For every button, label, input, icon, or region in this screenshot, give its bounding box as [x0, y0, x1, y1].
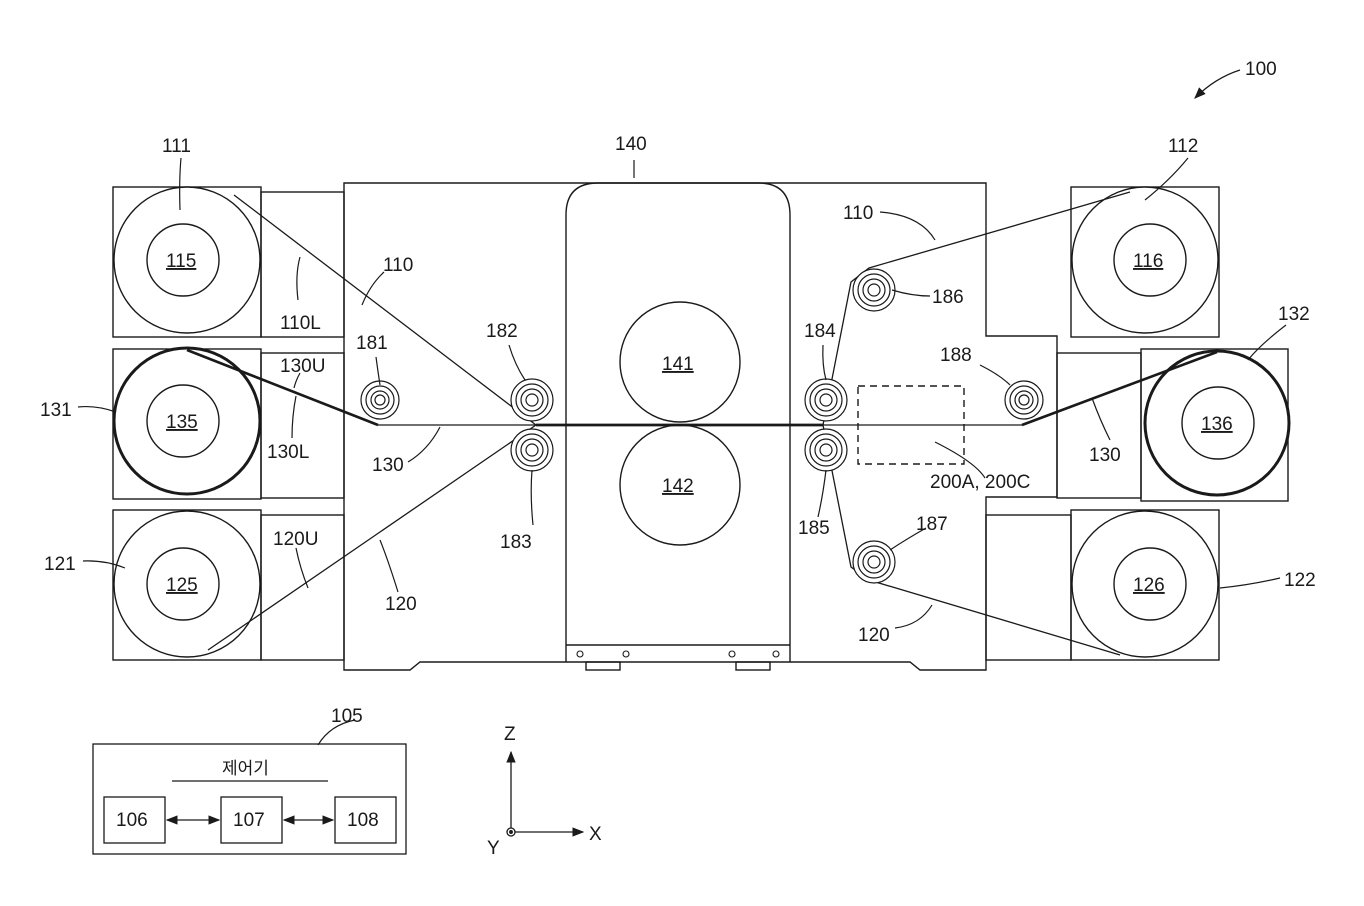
reel-label-131: 131	[40, 400, 72, 421]
reel-label-132: 132	[1278, 304, 1310, 325]
controller-box-label-108: 108	[347, 810, 379, 831]
roller-184	[805, 379, 847, 421]
main-housing	[344, 183, 1057, 670]
web-label-110-left: 110	[383, 255, 413, 276]
web-label-130-right: 130	[1089, 445, 1121, 466]
web-label-110L: 110L	[280, 313, 321, 334]
roller-181	[361, 381, 399, 419]
web-label-120-right: 120	[858, 625, 890, 646]
reel-label-112: 112	[1168, 136, 1198, 157]
roller-label-181: 181	[356, 333, 388, 354]
axis-label-x: X	[589, 824, 602, 845]
core-label-126: 126	[1133, 575, 1165, 596]
roller-label-182: 182	[486, 321, 518, 342]
roller-186	[853, 269, 895, 311]
web-label-110-right: 110	[843, 203, 873, 224]
inspection-zone-label: 200A, 200C	[930, 472, 1030, 493]
connector-right-bottom	[986, 515, 1071, 660]
core-label-116: 116	[1133, 251, 1163, 272]
roller-185	[805, 429, 847, 471]
web-label-120-left: 120	[385, 594, 417, 615]
core-label-115: 115	[166, 251, 196, 272]
reel-label-121: 121	[44, 554, 76, 575]
figure-label: 100	[1245, 59, 1277, 80]
roller-label-185: 185	[798, 518, 830, 539]
core-label-125: 125	[166, 575, 198, 596]
web-label-120U: 120U	[273, 529, 318, 550]
web-label-130L: 130L	[267, 442, 309, 463]
figure-arrow	[1195, 70, 1240, 98]
controller-box-label-106: 106	[116, 810, 148, 831]
roller-183	[511, 429, 553, 471]
roll-label-141: 141	[662, 354, 694, 375]
connector-right-mid	[1057, 353, 1141, 498]
web-label-130-left: 130	[372, 455, 404, 476]
axis-label-y: Y	[487, 838, 500, 859]
roller-187	[853, 541, 895, 583]
controller-label-105: 105	[331, 706, 363, 727]
reel-label-111: 111	[162, 136, 191, 157]
press-label-140: 140	[615, 134, 647, 155]
roller-label-184: 184	[804, 321, 836, 342]
core-label-136: 136	[1201, 414, 1233, 435]
roller-label-188: 188	[940, 345, 972, 366]
controller-title: 제어기	[222, 759, 269, 778]
web-120-right	[823, 425, 1120, 655]
roller-label-187: 187	[916, 514, 948, 535]
roller-182	[511, 379, 553, 421]
core-label-135: 135	[166, 412, 198, 433]
roller-188	[1005, 381, 1043, 419]
roll-label-142: 142	[662, 476, 694, 497]
axis-label-z: Z	[504, 724, 516, 745]
roller-label-183: 183	[500, 532, 532, 553]
roller-label-186: 186	[932, 287, 964, 308]
reel-label-122: 122	[1284, 570, 1316, 591]
controller-box-label-107: 107	[233, 810, 265, 831]
web-label-130U: 130U	[280, 356, 325, 377]
